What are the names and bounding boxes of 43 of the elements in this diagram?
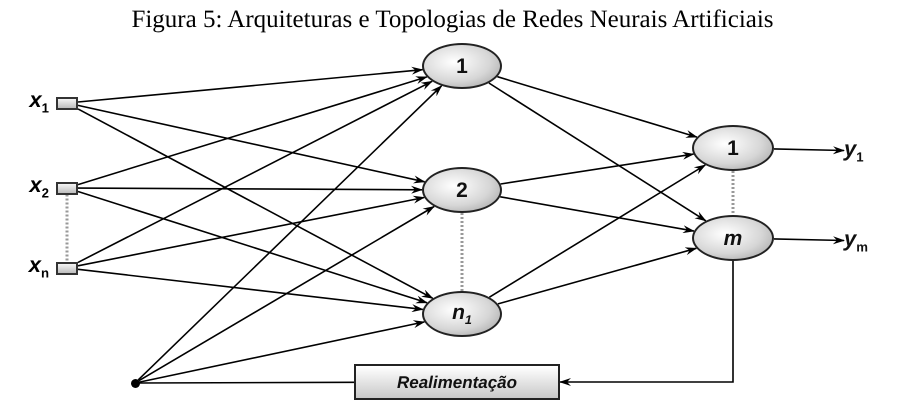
- input-label: x$_{2}$: [29, 174, 49, 200]
- arrow: [138, 206, 435, 382]
- arrow: [78, 186, 423, 194]
- dotted-line: [66, 194, 68, 262]
- arrow: [497, 76, 698, 138]
- node-label: 2: [456, 180, 468, 200]
- node-label: m: [724, 228, 742, 248]
- output-label: y$_{1}$: [844, 138, 864, 164]
- node-label: n$_{1}$: [452, 302, 472, 326]
- dotted-line: [460, 213, 464, 291]
- arrow: [78, 108, 434, 299]
- input-label: x$_{n}$: [28, 254, 49, 280]
- dotted-line: [732, 171, 734, 215]
- arrow: [559, 261, 734, 386]
- arrow: [774, 146, 845, 154]
- arrow: [78, 66, 424, 103]
- neuron-ellipse: [422, 291, 502, 337]
- input-label: x$_{1}$: [29, 88, 49, 115]
- neuron-ellipse: [422, 167, 502, 213]
- arrow: [78, 80, 433, 264]
- arrow: [78, 190, 428, 304]
- node-label: Realimentação: [397, 374, 517, 390]
- arrow: [139, 320, 426, 383]
- arrow: [774, 236, 845, 244]
- arrow: [498, 247, 698, 305]
- node-label: 1: [727, 138, 739, 158]
- node-label: 1: [456, 56, 468, 76]
- arrow: [500, 196, 695, 234]
- arrow: [488, 82, 707, 222]
- output-label: y$_{m}$: [844, 228, 868, 254]
- neuron-ellipse: [692, 215, 774, 261]
- neuron-ellipse: [422, 43, 502, 89]
- arrow: [488, 164, 706, 298]
- arrow: [78, 76, 428, 186]
- neuron-ellipse: [692, 125, 774, 171]
- arrow: [138, 85, 442, 380]
- arrow: [78, 268, 424, 312]
- feedback-box: [354, 364, 560, 400]
- arrow: [78, 104, 426, 184]
- arrow: [78, 196, 426, 267]
- bias-dot: [130, 378, 140, 388]
- figure-title: Figura 5: Arquiteturas e Topologias de Redes Neurais Artificiais: [130, 6, 775, 34]
- arrow: [500, 152, 694, 185]
